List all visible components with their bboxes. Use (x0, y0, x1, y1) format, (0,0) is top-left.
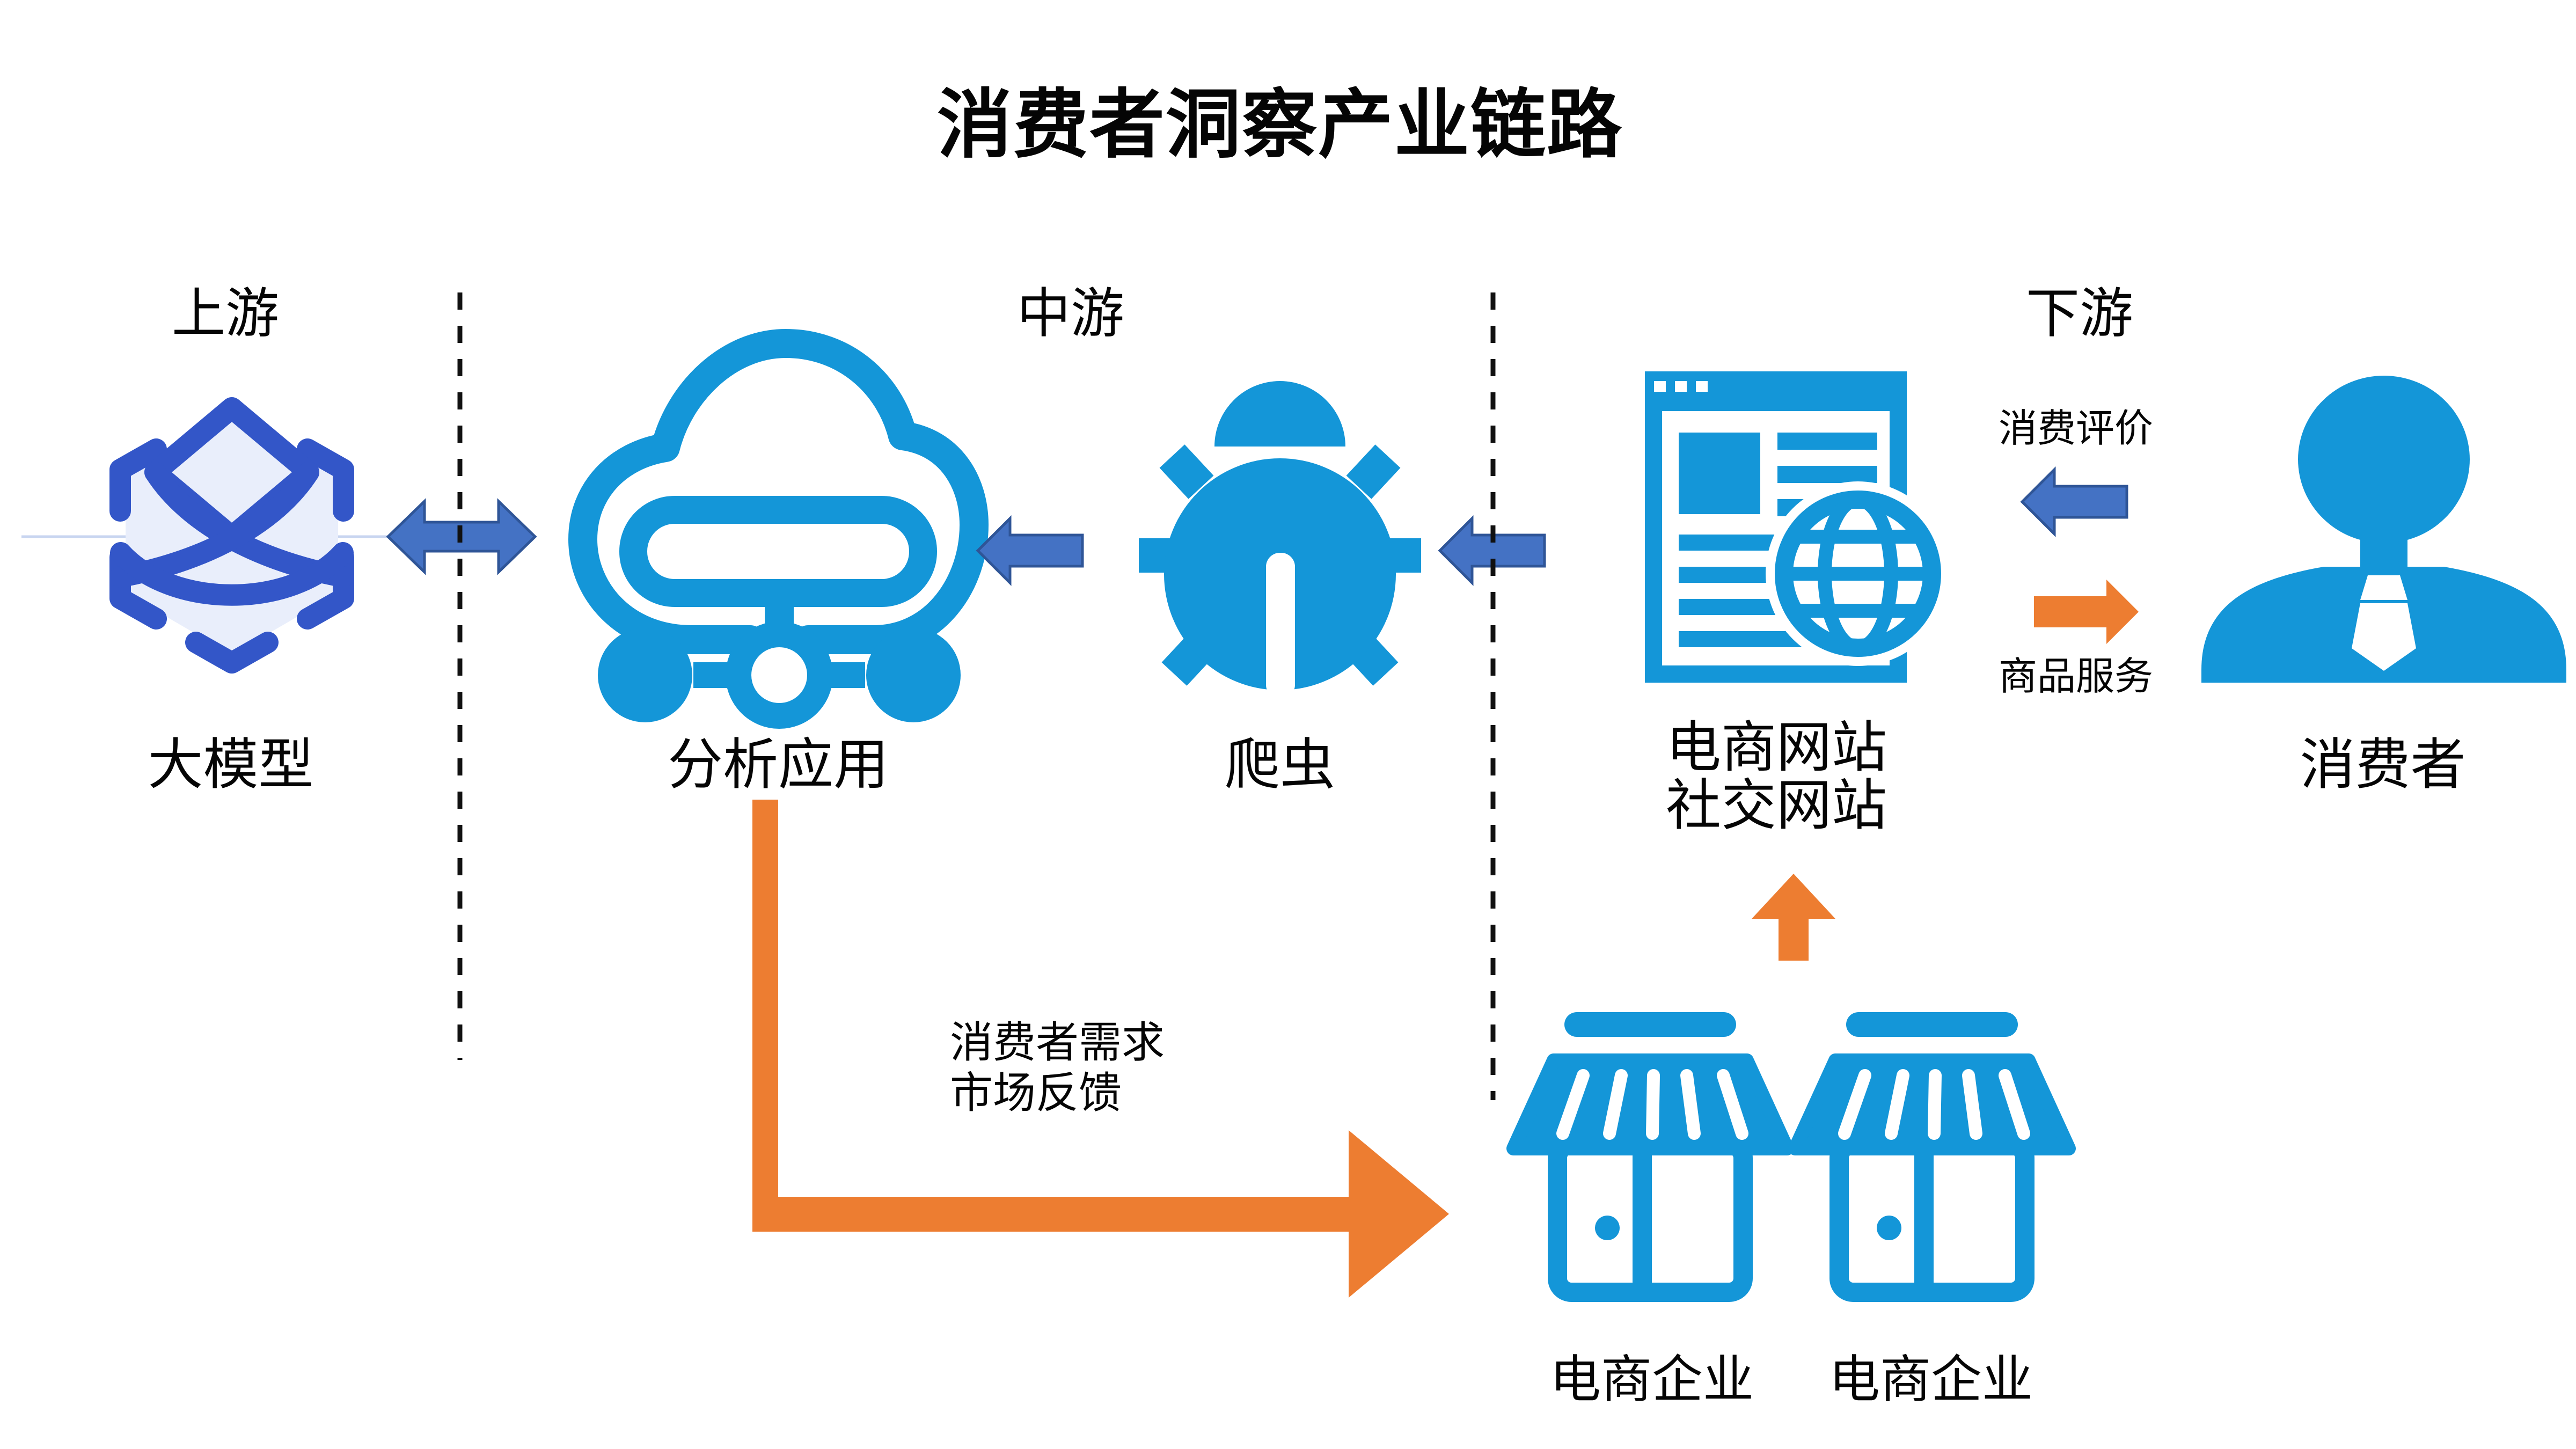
section-label-midstream: 中游 (1017, 283, 1124, 344)
label-website-line1: 电商网站 (1666, 716, 1887, 778)
bug-icon (1139, 381, 1421, 699)
shop-sign (1564, 1012, 1736, 1037)
section-label-upstream: 上游 (172, 283, 279, 344)
browser-globe-icon (1645, 371, 1950, 683)
caption-goods-service: 商品服务 (1998, 655, 2154, 699)
door-knob (1877, 1216, 1901, 1240)
network-dot-right (866, 628, 961, 722)
label-merchant-right: 电商企业 (1828, 1351, 2033, 1409)
shop-sign (1846, 1012, 2018, 1037)
consumer-review-arrow (2020, 466, 2128, 538)
label-large-model: 大模型 (148, 733, 314, 795)
crawler-to-analysis-arrow (976, 515, 1084, 587)
browser-image-block (1679, 433, 1760, 514)
person-icon (2201, 376, 2566, 683)
storefront-icon-right (1788, 1012, 2076, 1302)
caption-demand-line2: 市场反馈 (950, 1069, 1122, 1117)
bug-slot (1266, 553, 1295, 699)
website-to-crawler-arrow (1438, 515, 1546, 587)
model-cube-icon (21, 397, 483, 674)
caption-demand-feedback: 消费者需求 市场反馈 (950, 1018, 1165, 1119)
tie-knot (2360, 575, 2407, 600)
caption-demand-line1: 消费者需求 (950, 1019, 1165, 1066)
merchant-to-website-arrow (1752, 874, 1835, 961)
demand-feedback-elbow-arrow (752, 800, 1449, 1298)
network-dot-left (598, 628, 692, 722)
caption-consumer-review: 消费评价 (1998, 407, 2154, 451)
label-analysis-app: 分析应用 (668, 733, 889, 795)
network-node (726, 621, 833, 729)
label-website: 电商网站 社交网站 (1666, 716, 1887, 836)
label-crawler: 爬虫 (1225, 733, 1335, 795)
tie-blade (2352, 603, 2416, 671)
label-website-line2: 社交网站 (1666, 774, 1887, 836)
globe (1775, 491, 1941, 657)
label-consumer: 消费者 (2300, 733, 2466, 795)
diagram-title: 消费者洞察产业链路 (936, 82, 1623, 167)
cloud-network-icon (568, 329, 989, 729)
section-label-downstream: 下游 (2026, 283, 2133, 344)
door-knob (1595, 1216, 1620, 1240)
storefront-icon-left (1506, 1012, 1794, 1302)
bug-head (1214, 381, 1345, 447)
label-merchant-left: 电商企业 (1549, 1351, 1754, 1409)
goods-service-arrow (2034, 580, 2139, 644)
person-head (2298, 376, 2470, 543)
